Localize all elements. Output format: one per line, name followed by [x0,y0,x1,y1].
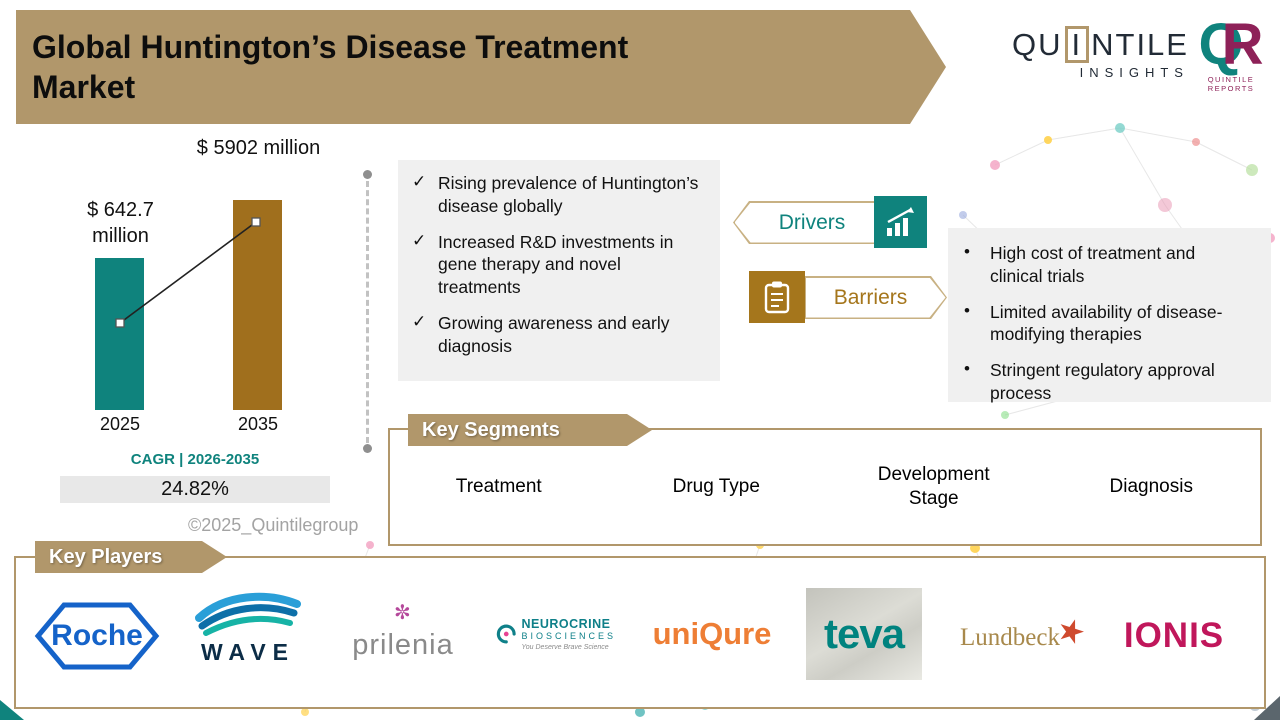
neurocrine-logo: NEUROCRINE BIOSCIENCES You Deserve Brave… [496,608,616,660]
prilenia-logo: ✼ prilenia [340,602,466,668]
copyright-watermark: ©2025_Quintilegroup [188,515,359,535]
quintile-wordmark-part1: QU [1012,26,1063,62]
neurocrine-text-block: NEUROCRINE BIOSCIENCES You Deserve Brave… [521,617,616,651]
driver-item: ✓ Rising prevalence of Huntington’s dise… [412,172,710,218]
quintile-wordmark-part2: NTILE [1091,26,1189,62]
drivers-ribbon-fill [734,202,880,243]
quintile-reports-caption: QUINTILE REPORTS [1207,75,1255,93]
qr-monogram: QR [1188,16,1274,74]
header-banner: Global Huntington’s Disease Treatment Ma… [16,10,946,124]
driver-item: ✓ Growing awareness and early diagnosis [412,312,710,358]
bullet-icon: • [964,300,970,320]
barrier-item: • Stringent regulatory approval process [964,359,1261,405]
roche-hexagon-icon [34,602,160,670]
barrier-item-text: Stringent regulatory approval process [990,360,1215,403]
bullet-icon: • [964,359,970,378]
neurocrine-swirl-icon [496,624,516,644]
trend-line [115,217,261,328]
drivers-ribbon: Drivers [733,201,881,244]
segment-label: Diagnosis [1109,476,1193,498]
neurocrine-subword: BIOSCIENCES [521,631,616,641]
qr-letter-q: Q [1198,12,1244,77]
bar-value-2025: $ 642.7 million [87,199,154,247]
barrier-item-text: High cost of treatment and clinical tria… [990,243,1196,286]
bar-value-2035: $ 5902 million [196,137,321,159]
segment-label: Development Stage [877,464,990,509]
x-axis-label-2025: 2025 [99,414,141,434]
barriers-label: Barriers [833,285,908,309]
barrier-item: • High cost of treatment and clinical tr… [964,242,1261,288]
check-icon: ✓ [412,172,427,191]
barriers-ribbon: Barriers [804,276,947,319]
neurocrine-tagline: You Deserve Brave Science [521,644,609,651]
quintile-insights-logo: QU I NTILE INSIGHTS [1012,26,1189,80]
roche-wordmark: Roche [51,619,143,652]
roche-logo: Roche [33,600,161,672]
check-icon: ✓ [412,311,427,331]
page-title: Global Huntington’s Disease Treatment Ma… [32,29,629,105]
driver-item: ✓ Increased R&D investments in gene ther… [412,231,710,299]
teva-logo: teva [806,588,922,680]
connector-dot-top [363,170,372,179]
driver-item-text: Rising prevalence of Huntington’s diseas… [438,173,699,216]
insights-wordmark: INSIGHTS [1079,65,1189,80]
x-axis-label-2035: 2035 [237,414,279,434]
bar-2025 [95,258,144,410]
cagr-value-box: 24.82% [60,476,330,503]
bar-2035 [233,200,282,410]
key-players-banner: Key Players [35,541,227,573]
driver-item-text: Increased R&D investments in gene therap… [438,231,674,298]
barriers-panel: • High cost of treatment and clinical tr… [948,228,1271,405]
key-players-box [14,556,1266,709]
key-segments-box: Treatment Drug Type Development Stage Di… [388,428,1262,546]
ionis-logo: IONIS [1123,616,1225,655]
lundbeck-logo: Lundbeck ★ [960,609,1091,662]
qr-letter-r: R [1221,12,1264,77]
check-icon: ✓ [412,230,427,250]
growth-chart-icon [874,196,927,248]
key-segments-banner: Key Segments [408,414,652,446]
wave-wordmark: WAVE [200,639,296,665]
timeline-connector [366,181,369,443]
barrier-item: • Limited availability of disease-modify… [964,301,1261,347]
clipboard-icon [749,271,805,323]
prilenia-flower-icon: ✼ [394,602,411,624]
prilenia-wordmark: prilenia [352,629,454,661]
drivers-panel: ✓ Rising prevalence of Huntington’s dise… [398,160,720,381]
wave-logo: WAVE [190,590,306,674]
segment-item-drug-type: Drug Type [608,475,826,499]
barriers-ribbon-fill [806,278,946,318]
connector-dot-bottom [363,444,372,453]
segment-item-diagnosis: Diagnosis [1043,475,1261,499]
barrier-item-text: Limited availability of disease-modifyin… [990,301,1223,345]
cagr-label: CAGR | 2026-2035 [130,451,260,468]
uniqure-logo: uniQure [652,616,772,651]
lundbeck-wordmark: Lundbeck [960,624,1060,651]
segment-item-development-stage: Development Stage [825,463,1043,511]
wave-icon [195,592,301,636]
bullet-icon: • [964,242,970,261]
teva-wordmark: teva [823,610,905,657]
segment-item-treatment: Treatment [390,475,608,499]
quintile-reports-logo: QR QUINTILE REPORTS [1188,16,1274,94]
neurocrine-wordmark: NEUROCRINE [521,617,611,631]
quintile-boxed-i: I [1064,26,1090,63]
segment-label: Treatment [455,476,542,498]
segment-label: Drug Type [672,476,760,498]
drivers-label: Drivers [778,210,846,234]
driver-item-text: Growing awareness and early diagnosis [438,312,670,356]
quintile-wordmark: QU I NTILE [1012,26,1189,63]
